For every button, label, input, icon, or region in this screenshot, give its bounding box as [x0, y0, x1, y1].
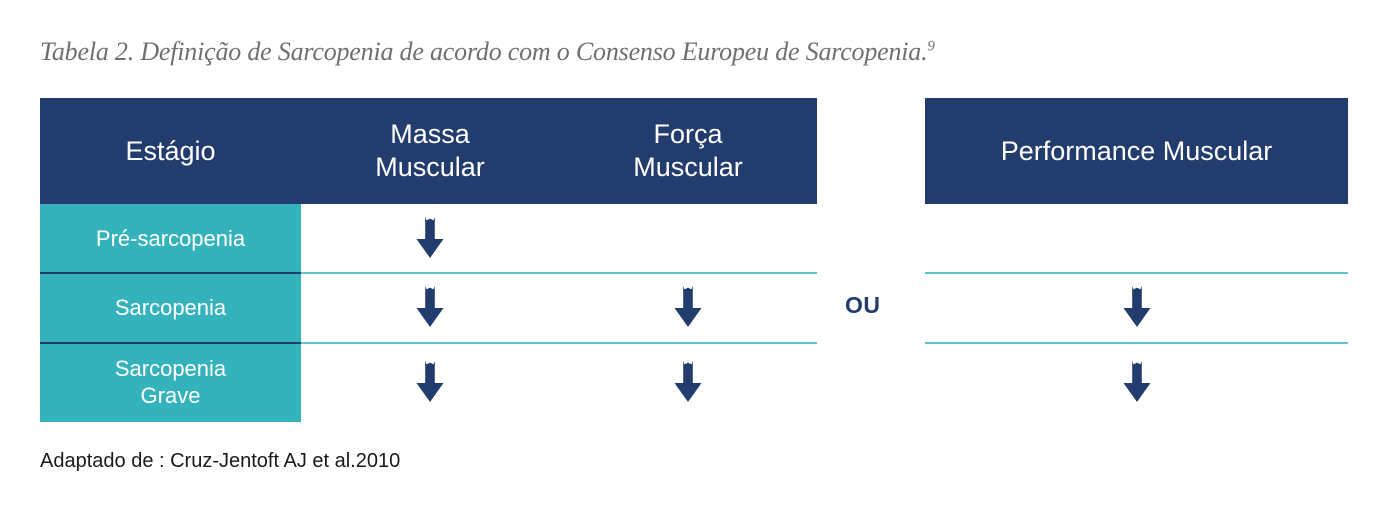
table-row [925, 272, 1348, 342]
cell-forca-muscular-row3 [559, 342, 817, 422]
cell-massa-muscular-row3 [301, 342, 559, 422]
column-header-estagio: Estágio [40, 98, 301, 204]
column-header-massa-line2: Muscular [375, 152, 485, 182]
cell-massa-muscular-row1 [301, 204, 559, 272]
arrow-down-icon [415, 217, 445, 259]
arrow-down-icon [415, 361, 445, 403]
arrow-down-icon [673, 361, 703, 403]
right-performance-panel: Performance Muscular [925, 98, 1348, 422]
stage-label: Sarcopenia [114, 294, 227, 320]
source-note: Adaptado de : Cruz-Jentoft AJ et al.2010 [40, 450, 401, 472]
stage-cell-sarcopenia-grave: Sarcopenia Grave [40, 342, 301, 422]
arrow-down-icon [673, 286, 703, 328]
column-header-performance-label: Performance Muscular [1000, 135, 1273, 166]
table-row: Sarcopenia [40, 272, 817, 342]
column-header-estagio-label: Estágio [125, 135, 216, 166]
cell-forca-muscular-row1 [559, 204, 817, 272]
table-caption-superscript: 9 [927, 38, 935, 55]
stage-cell-pre-sarcopenia: Pré-sarcopenia [40, 204, 301, 272]
left-criteria-panel: Estágio Massa Muscular Força Muscular Pr… [40, 98, 817, 422]
stage-cell-sarcopenia: Sarcopenia [40, 272, 301, 342]
stage-label: Sarcopenia [114, 356, 227, 381]
column-header-forca-muscular: Força Muscular [559, 98, 817, 204]
table-row: Sarcopenia Grave [40, 342, 817, 422]
stage-row-divider [40, 342, 301, 344]
table-row [925, 204, 1348, 272]
right-body [925, 204, 1348, 422]
arrow-down-icon [1122, 286, 1152, 328]
column-header-performance-muscular: Performance Muscular [925, 98, 1348, 204]
cell-forca-muscular-row2 [559, 272, 817, 342]
stage-label-line2: Grave [140, 383, 201, 408]
row-divider [925, 342, 1348, 344]
stage-label: Pré-sarcopenia [95, 225, 246, 251]
table-caption: Tabela 2. Definição de Sarcopenia de aco… [40, 36, 935, 68]
table-row: Pré-sarcopenia [40, 204, 817, 272]
left-body: Pré-sarcopenia Sarcopenia [40, 204, 817, 422]
stage-row-divider [40, 272, 301, 274]
cell-massa-muscular-row2 [301, 272, 559, 342]
left-header-row: Estágio Massa Muscular Força Muscular [40, 98, 817, 204]
column-header-forca-line1: Força [653, 119, 723, 149]
table-row [925, 342, 1348, 422]
row-divider [925, 272, 1348, 274]
column-header-forca-line2: Muscular [633, 152, 743, 182]
row-divider [301, 342, 817, 344]
column-header-massa-line1: Massa [390, 119, 470, 149]
arrow-down-icon [415, 286, 445, 328]
arrow-down-icon [1122, 361, 1152, 403]
table-caption-text: Tabela 2. Definição de Sarcopenia de aco… [40, 37, 928, 66]
column-header-massa-muscular: Massa Muscular [301, 98, 559, 204]
connector-label-ou: OU [845, 292, 881, 318]
row-divider [301, 272, 817, 274]
